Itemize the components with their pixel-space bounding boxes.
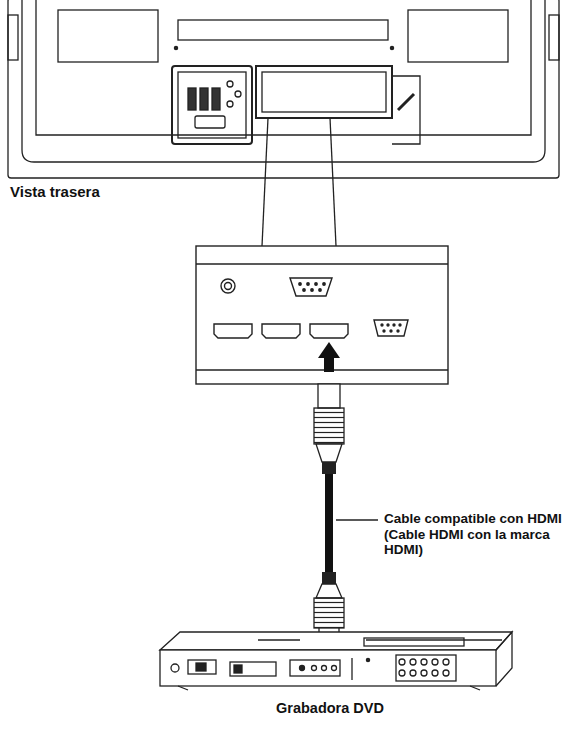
button-dot — [399, 659, 405, 665]
terminal-panel — [196, 246, 448, 384]
cable-label: Cable compatible con HDMI (Cable HDMI co… — [384, 511, 562, 558]
button-dot — [410, 659, 416, 665]
view-label: Vista trasera — [10, 183, 170, 200]
dvd-recorder — [160, 632, 512, 690]
button-dot — [421, 670, 427, 676]
tv-rear — [8, 0, 559, 178]
button-dot — [432, 659, 438, 665]
button-dot — [443, 670, 449, 676]
button-dot — [421, 659, 427, 665]
device-label: Grabadora DVD — [240, 700, 420, 717]
zoom-lines — [262, 118, 336, 246]
button-dot — [432, 670, 438, 676]
hdmi-cable — [314, 342, 378, 646]
button-dot — [399, 670, 405, 676]
button-dot — [443, 659, 449, 665]
button-dot — [410, 670, 416, 676]
